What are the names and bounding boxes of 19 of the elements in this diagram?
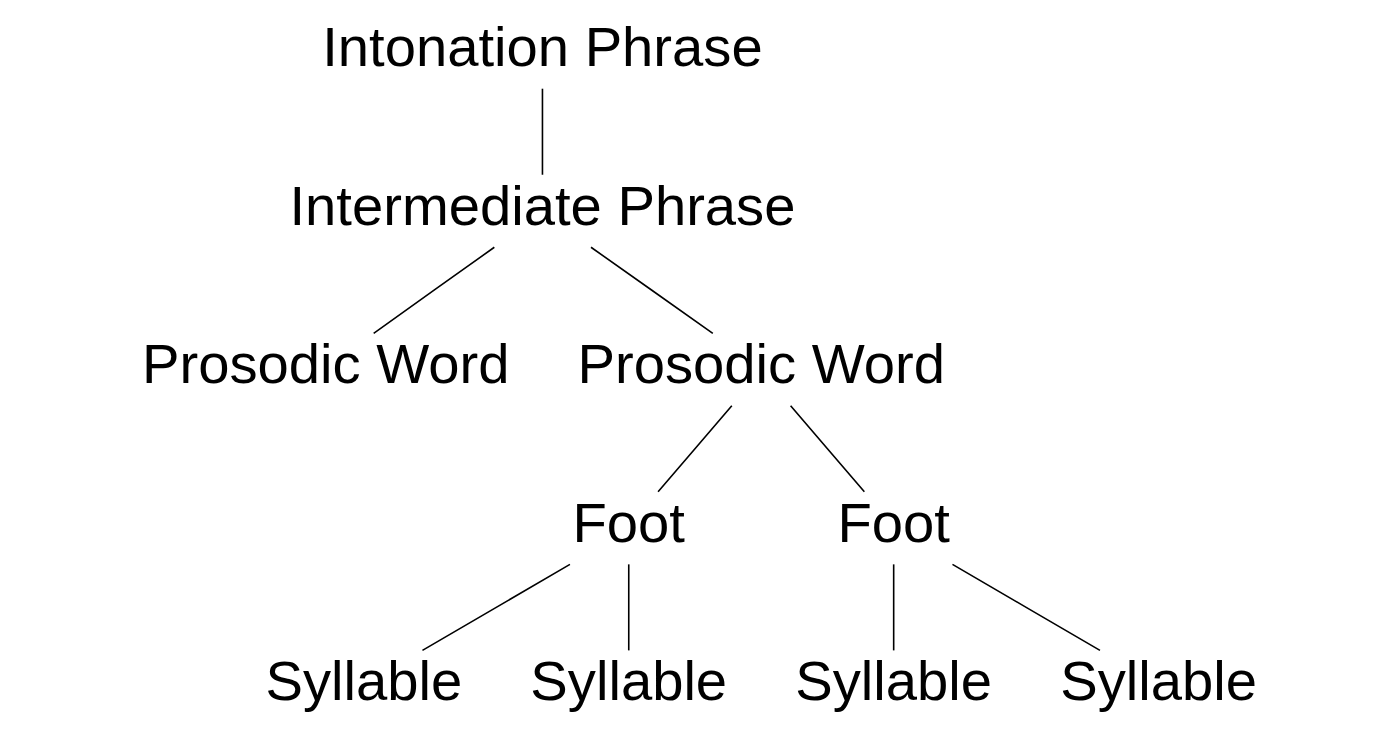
node-text: Syllable xyxy=(529,649,727,713)
connector xyxy=(656,405,733,493)
connector xyxy=(421,563,571,652)
node-text: Syllable xyxy=(1059,649,1257,713)
node-text: Prosodic Word xyxy=(576,332,945,396)
connector xyxy=(892,563,894,652)
connector xyxy=(372,246,495,335)
connector xyxy=(627,563,630,652)
node-text: Intermediate Phrase xyxy=(288,173,795,237)
node-text: Foot xyxy=(836,490,950,554)
connector xyxy=(789,405,865,493)
node-text: Prosodic Word xyxy=(141,332,509,396)
node-text: Intonation Phrase xyxy=(321,15,763,79)
node-text: Syllable xyxy=(794,649,992,713)
node-text: Foot xyxy=(572,490,685,554)
connector xyxy=(951,563,1101,652)
connector xyxy=(541,87,543,176)
node-text: Syllable xyxy=(264,649,462,713)
connector xyxy=(589,246,714,335)
